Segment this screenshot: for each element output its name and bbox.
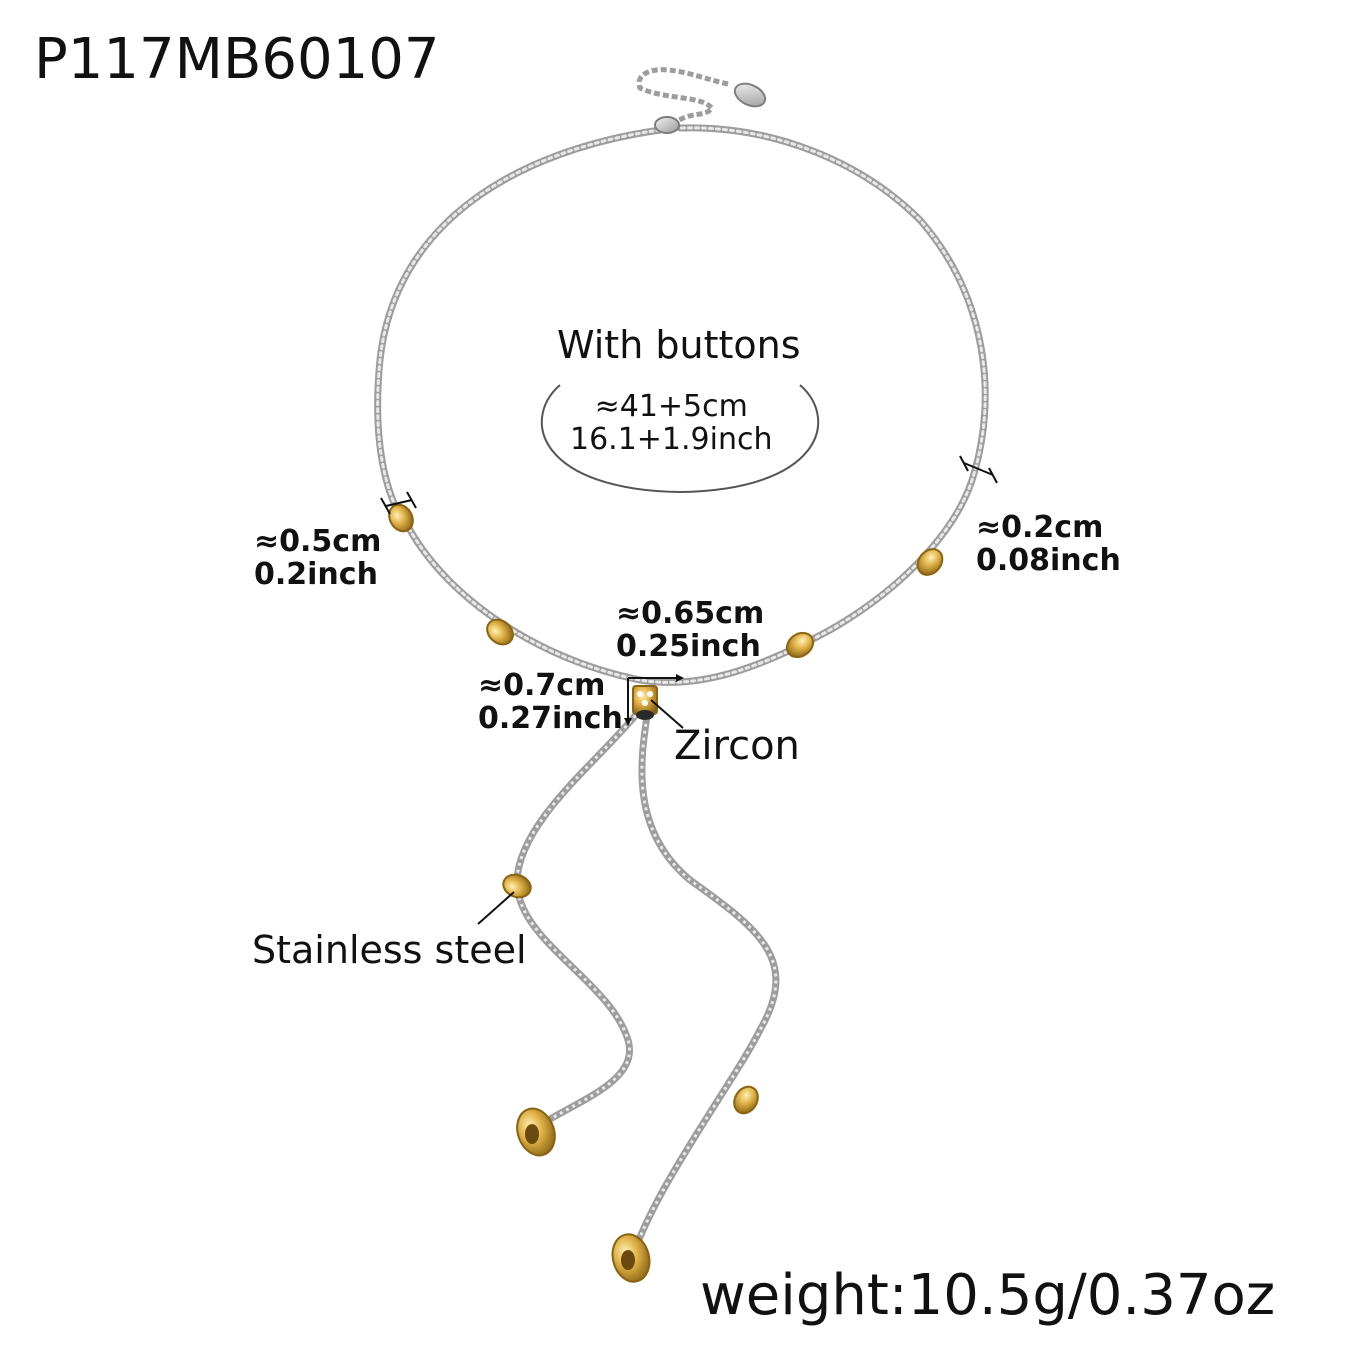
length-title: With buttons xyxy=(557,323,801,367)
bead-size-inch: 0.2inch xyxy=(254,557,378,592)
steel-pointer xyxy=(477,891,515,925)
neck-chain xyxy=(374,124,989,686)
bead-width-marker xyxy=(380,491,417,515)
zircon-slider xyxy=(632,685,658,720)
chain-width-inch: 0.08inch xyxy=(976,543,1121,578)
zircon-height-inch: 0.27inch xyxy=(478,701,623,736)
length-cm: ≈41+5cm xyxy=(594,389,748,424)
bead xyxy=(388,503,414,533)
bead xyxy=(733,1085,759,1115)
product-code: P117MB60107 xyxy=(34,27,440,92)
length-inch: 16.1+1.9inch xyxy=(570,422,773,457)
zircon-pointer xyxy=(650,699,684,729)
lobster-clasp-icon xyxy=(654,116,680,134)
zircon-width-measurement: ≈0.65cm 0.25inch xyxy=(616,597,764,663)
bead xyxy=(486,618,514,646)
gold-beads xyxy=(388,503,944,1283)
tag-icon xyxy=(733,82,767,108)
bead xyxy=(785,631,815,659)
zircon-height-cm: ≈0.7cm xyxy=(478,668,606,703)
zircon-height-measurement: ≈0.7cm 0.27inch xyxy=(478,669,623,735)
zircon-width-cm: ≈0.65cm xyxy=(616,596,765,631)
length-arc xyxy=(540,384,820,494)
zircon-width-inch: 0.25inch xyxy=(616,629,761,664)
chain-width-marker xyxy=(959,455,998,484)
zircon-label: Zircon xyxy=(674,723,800,769)
bead xyxy=(916,548,944,576)
chain-width-cm: ≈0.2cm xyxy=(976,510,1104,545)
material-label: Stainless steel xyxy=(252,928,527,972)
length-measurement: ≈41+5cm 16.1+1.9inch xyxy=(570,390,773,456)
end-bead-hole xyxy=(621,1250,635,1270)
bead-size-measurement: ≈0.5cm 0.2inch xyxy=(254,525,381,591)
weight-label: weight:10.5g/0.37oz xyxy=(700,1263,1276,1328)
zircon-width-marker xyxy=(624,674,684,726)
end-bead-hole xyxy=(525,1124,539,1144)
tassel-chains xyxy=(513,706,780,1254)
bead-size-cm: ≈0.5cm xyxy=(254,524,382,559)
chain-width-measurement: ≈0.2cm 0.08inch xyxy=(976,511,1121,577)
bead xyxy=(502,873,532,899)
extender-chain xyxy=(636,67,767,134)
